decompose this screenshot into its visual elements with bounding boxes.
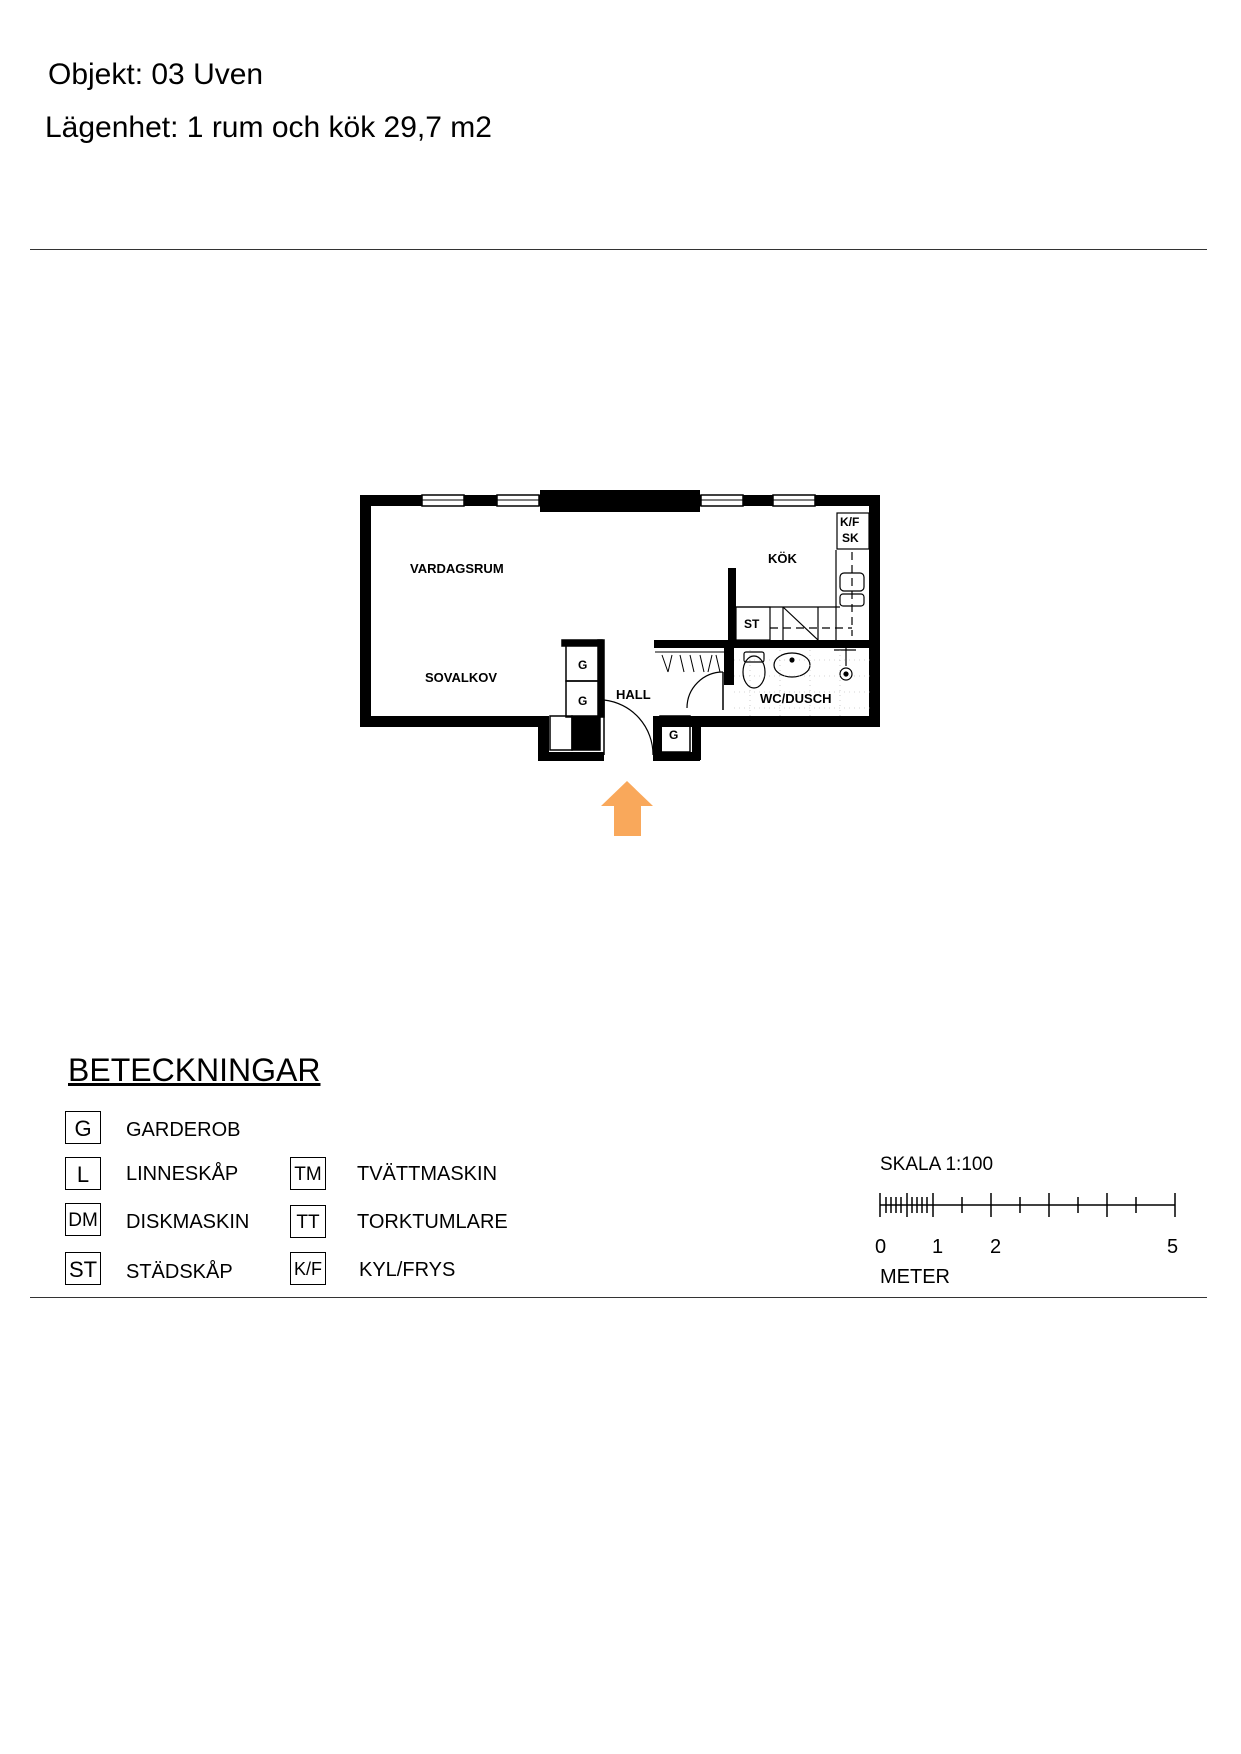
clothes-rail [655,651,725,673]
scale-tick-2: 2 [990,1236,1002,1258]
legend-label-tt: TORKTUMLARE [357,1211,508,1233]
floor-plan: VARDAGSRUM SOVALKOV KÖK HALL WC/DUSCH G … [360,490,880,836]
wardrobes [549,639,691,753]
scale-tick-0: 0 [875,1236,887,1258]
wardrobe-mark-1: G [578,658,587,672]
bottom-divider [30,1297,1207,1298]
legend-label-st: STÄDSKÅP [126,1261,233,1283]
scale-unit: METER [880,1266,950,1288]
kitchen-counter [735,512,870,641]
scale-title: SKALA 1:100 [880,1154,994,1175]
legend-code-tt: TT [290,1205,326,1238]
windows [421,494,816,507]
room-label-kitchen: KÖK [768,551,798,566]
scale-tick-1: 1 [932,1236,944,1258]
legend-title: BETECKNINGAR [68,1052,321,1088]
entry-door-swing [603,699,654,756]
wardrobe-mark-3: G [669,728,678,742]
fridge-mark-2: SK [842,531,859,545]
legend-label-tm: TVÄTTMASKIN [357,1163,498,1185]
room-label-hall: HALL [616,687,651,702]
legend-code-l: L [65,1157,101,1190]
fridge-mark-1: K/F [840,515,859,529]
wardrobe-mark-2: G [578,694,587,708]
bath-floor-tiles [734,650,870,716]
legend-label-g: GARDEROB [126,1119,241,1141]
legend-label-kf: KYL/FRYS [359,1259,456,1281]
entrance-arrow-icon [601,781,653,836]
walls [360,490,880,761]
room-label-bath: WC/DUSCH [760,691,832,706]
legend-code-tm: TM [290,1157,326,1190]
top-divider [30,249,1207,250]
object-title: Objekt: 03 Uven [48,58,264,91]
legend-code-st: ST [65,1252,101,1285]
cleaning-cabinet-mark: ST [744,617,760,631]
bath-door-swing [686,671,724,709]
bath-fixtures [742,646,856,689]
legend-code-g: G [65,1111,101,1144]
legend-label-l: LINNESKÅP [126,1163,239,1185]
legend-label-dm: DISKMASKIN [126,1211,250,1233]
scale-bar [879,1193,1176,1217]
room-label-living: VARDAGSRUM [410,561,504,576]
apartment-title: Lägenhet: 1 rum och kök 29,7 m2 [45,111,492,144]
scale-tick-5: 5 [1167,1236,1179,1258]
legend-code-dm: DM [65,1203,101,1236]
room-label-alcove: SOVALKOV [425,670,497,685]
legend-code-kf: K/F [290,1252,326,1285]
